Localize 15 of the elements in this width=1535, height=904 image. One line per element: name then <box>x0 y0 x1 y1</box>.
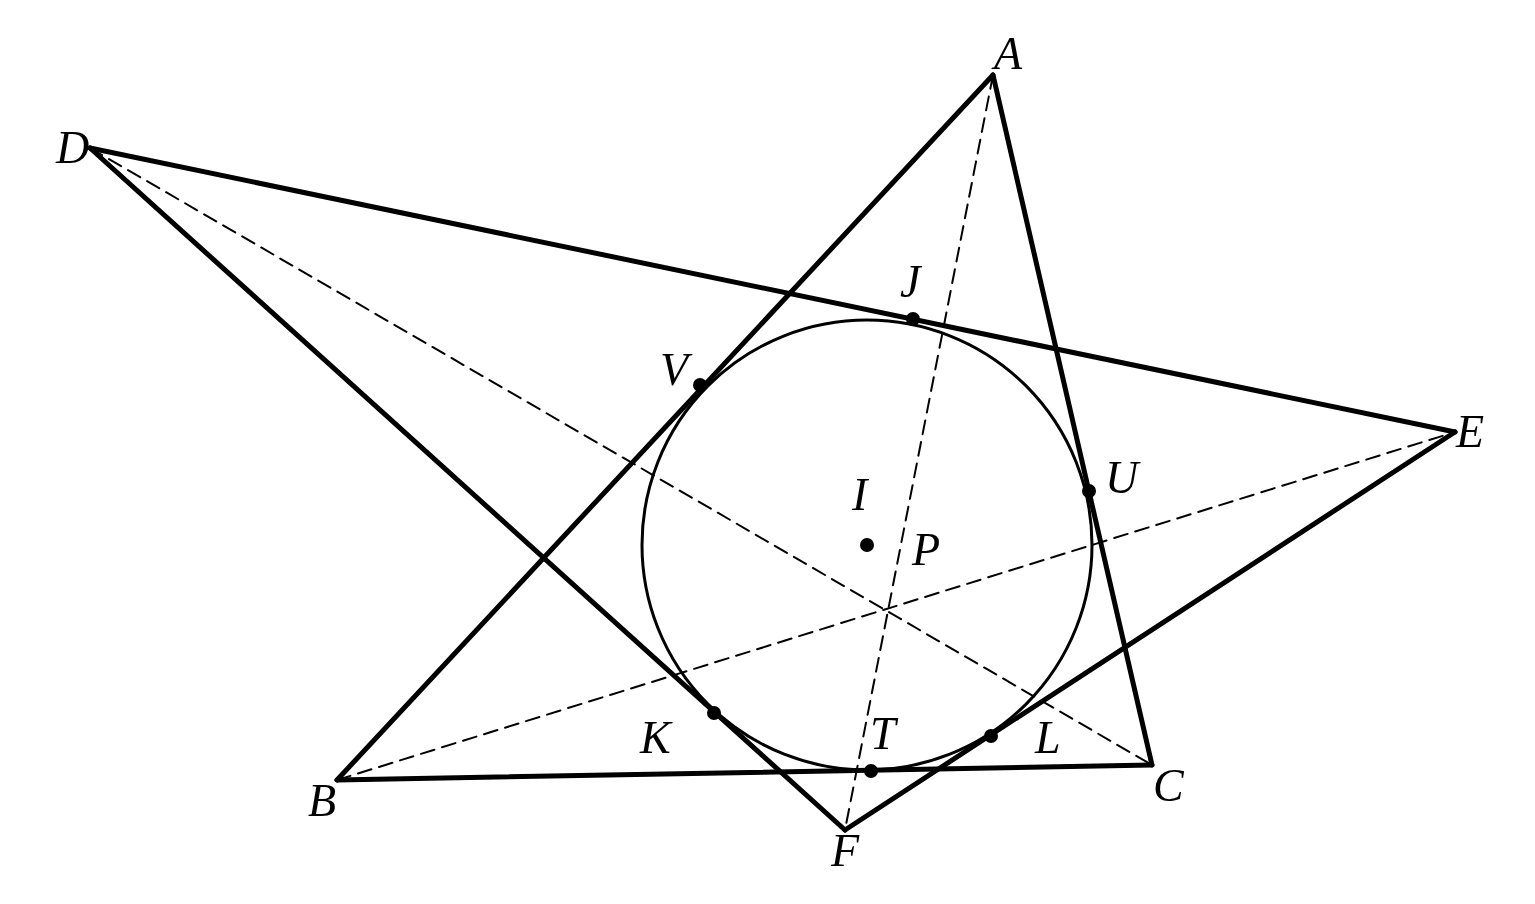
point-label: I <box>852 475 868 515</box>
vertex-label: B <box>308 781 337 821</box>
point-label: K <box>640 718 671 758</box>
point-label: J <box>900 262 921 302</box>
vertex-label: D <box>56 128 90 168</box>
point-label: L <box>1035 718 1061 758</box>
segment-line <box>87 145 848 833</box>
vertex-label: F <box>831 831 860 871</box>
point-label: U <box>1105 458 1139 498</box>
dashed-line <box>336 431 1456 781</box>
segment-line <box>990 72 1155 768</box>
point-label: P <box>912 530 941 570</box>
segment-line <box>334 72 996 783</box>
vertex-label: E <box>1456 412 1485 452</box>
vertex-label: C <box>1153 766 1184 806</box>
